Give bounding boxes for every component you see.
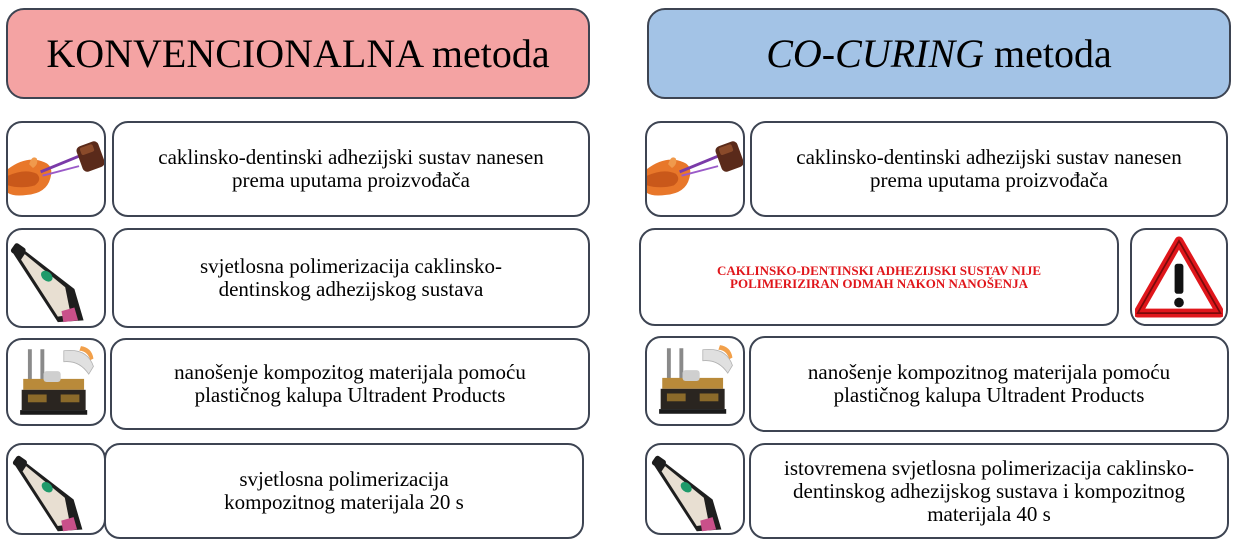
curing-light-icon xyxy=(645,443,745,535)
warning-box: CAKLINSKO-DENTINSKI ADHEZIJSKI SUSTAV NI… xyxy=(639,228,1119,326)
step-box: nanošenje kompozitnog materijala pomoću … xyxy=(749,336,1229,432)
step-text: nanošenje kompozitog materijala pomoću p… xyxy=(174,360,526,407)
adhesive-brush-icon xyxy=(6,121,106,217)
step-box: caklinsko-dentinski adhezijski sustav na… xyxy=(112,121,590,217)
cocuring-method-title: CO-CURING metoda xyxy=(766,31,1112,76)
step-box: svjetlosna polimerizacija caklinsko-dent… xyxy=(112,228,590,328)
step-box: nanošenje kompozitog materijala pomoću p… xyxy=(110,338,590,430)
step-box: istovremena svjetlosna polimerizacija ca… xyxy=(749,443,1229,539)
step-text: svjetlosna polimerizacija kompozitnog ma… xyxy=(224,467,464,514)
warning-triangle-icon xyxy=(1130,228,1228,326)
ultradent-mold-icon xyxy=(6,338,106,426)
conventional-method-header: KONVENCIONALNA metoda xyxy=(6,8,590,99)
step-text: nanošenje kompozitnog materijala pomoću … xyxy=(807,360,1171,407)
step-box: svjetlosna polimerizacija kompozitnog ma… xyxy=(104,443,584,539)
step-text: caklinsko-dentinski adhezijski sustav na… xyxy=(796,145,1182,192)
step-box: caklinsko-dentinski adhezijski sustav na… xyxy=(750,121,1228,217)
adhesive-brush-icon xyxy=(645,121,745,217)
step-text: istovremena svjetlosna polimerizacija ca… xyxy=(784,455,1194,526)
curing-light-icon xyxy=(6,228,106,328)
ultradent-mold-icon xyxy=(645,336,745,426)
step-text: caklinsko-dentinski adhezijski sustav na… xyxy=(158,145,544,192)
curing-light-icon xyxy=(6,443,106,535)
conventional-method-title: KONVENCIONALNA metoda xyxy=(46,31,550,76)
cocuring-method-header: CO-CURING metoda xyxy=(647,8,1231,99)
step-text: svjetlosna polimerizacija caklinsko-dent… xyxy=(199,254,503,301)
warning-text: CAKLINSKO-DENTINSKI ADHEZIJSKI SUSTAV NI… xyxy=(716,263,1042,291)
